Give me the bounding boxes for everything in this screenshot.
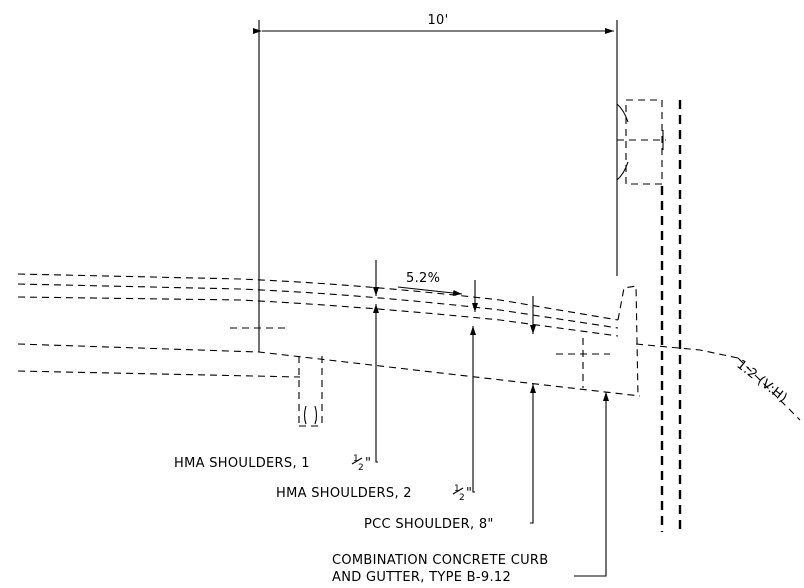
- guardrail-block: [625, 99, 663, 185]
- callout-hma-2-text: HMA SHOULDERS, 2: [276, 486, 412, 501]
- side-slope-line: [737, 357, 801, 421]
- curb-back-slope: [635, 343, 739, 359]
- slope-annotation: 5.2%: [397, 271, 463, 297]
- callout-pcc-text: PCC SHOULDER, 8": [364, 517, 494, 532]
- hma-layer-1-line: [17, 283, 619, 329]
- leader-hma-2: [470, 326, 476, 493]
- callout-hma-1-unit: ": [365, 456, 371, 471]
- callout-hma-1-frac-bar: [351, 457, 363, 465]
- callout-hma-1-frac-den: 2: [358, 463, 364, 473]
- callout-hma-2-unit: ": [466, 486, 472, 501]
- shoulder-surface-line: [17, 273, 619, 321]
- pcc-base-line: [17, 343, 641, 397]
- leader-hma-1: [373, 304, 379, 463]
- thickness-indicators: [373, 260, 536, 334]
- side-slope-label: 1:2 (V:H): [734, 357, 790, 406]
- callout-hma-2: HMA SHOULDERS, 2 1 2 ": [276, 484, 472, 503]
- width-dimension: 10': [253, 13, 618, 352]
- drain-pipe: [303, 405, 318, 425]
- curb-profile: [617, 285, 639, 397]
- subbase-line: [17, 370, 301, 378]
- edge-drain: [298, 356, 323, 427]
- dimension-width-label: 10': [427, 13, 448, 28]
- callout-hma-2-frac-den: 2: [459, 493, 465, 503]
- hma-layer-2-line: [17, 296, 619, 337]
- slope-arrow: [397, 286, 463, 297]
- slope-label: 5.2%: [406, 271, 440, 286]
- pavement-layers: [17, 273, 641, 397]
- callout-hma-1-text: HMA SHOULDERS, 1: [174, 456, 310, 471]
- leader-pcc: [530, 384, 536, 524]
- callout-curb-line1: COMBINATION CONCRETE CURB: [332, 553, 548, 568]
- callout-leaders: [373, 304, 609, 577]
- guardrail-post: [616, 99, 682, 532]
- leader-curb: [574, 392, 609, 577]
- callout-curb-line2: AND GUTTER, TYPE B-9.12: [332, 570, 511, 585]
- guardrail-rail-curves: [616, 103, 629, 181]
- callout-hma-1: HMA SHOULDERS, 1 1 2 ": [174, 454, 371, 473]
- callout-hma-2-frac-bar: [452, 487, 464, 495]
- callout-hma-2-frac-num: 1: [454, 484, 460, 494]
- callout-hma-1-frac-num: 1: [353, 454, 359, 464]
- curb-and-gutter: 1:2 (V:H): [617, 285, 801, 421]
